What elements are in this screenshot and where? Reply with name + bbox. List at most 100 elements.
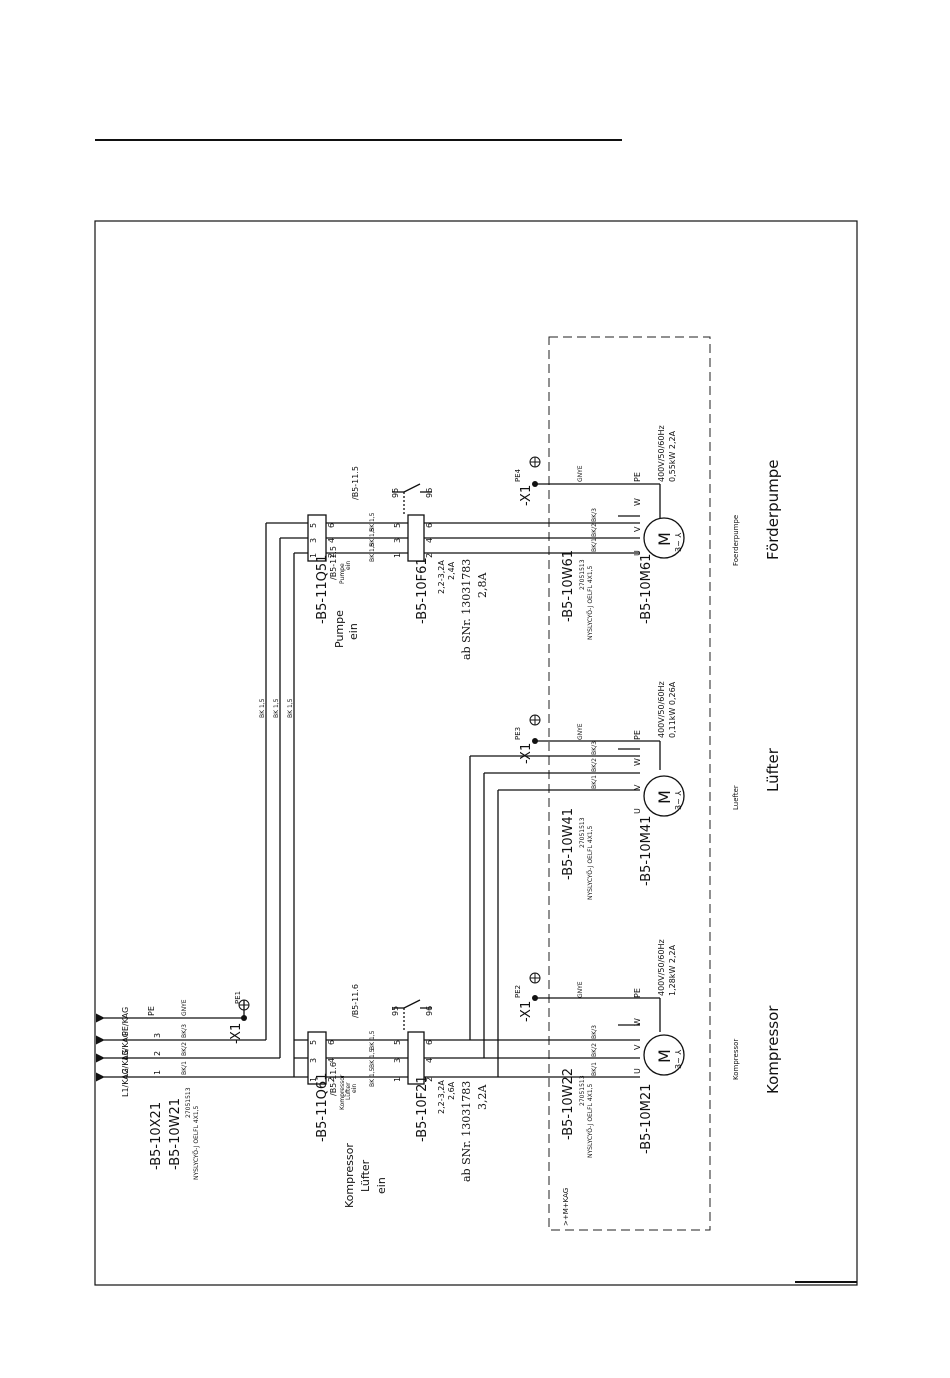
label-bus-1: BK 1,5 xyxy=(259,698,266,718)
label-pe-comp: PE xyxy=(633,988,642,998)
label-f21-r2: 2,6A xyxy=(447,1081,456,1100)
label-f21-t1: 1 xyxy=(393,1077,402,1082)
label-q61-t2: 2 xyxy=(327,1077,336,1082)
label-x1-pe1: -X1 xyxy=(229,1023,244,1044)
motor-pump-m: M xyxy=(655,532,674,546)
label-f61-r1: 2,2-3,2A xyxy=(437,560,446,594)
label-luefter-small: Luefter xyxy=(732,785,740,810)
label-m21: -B5-10M21 xyxy=(639,1084,654,1154)
label-x1-pe3: -X1 xyxy=(519,743,534,764)
label-q61-t3: 3 xyxy=(309,1058,318,1063)
label-w22-cable: NYSLYCYÖ-J OELFL 4X1,5 xyxy=(587,1083,594,1158)
label-q61-small2: Lüfter xyxy=(345,1082,352,1100)
label-w21-part: 27051513 xyxy=(185,1087,192,1118)
label-pe4: PE4 xyxy=(514,468,522,482)
label-q51-ref: /B5-11.5 xyxy=(329,546,338,580)
label-f21-sn: ab SNr. 13031783 xyxy=(460,1081,473,1182)
label-w22: -B5-10W22 xyxy=(561,1068,576,1140)
label-comp-bk1: BK/1 xyxy=(591,1062,598,1076)
motor-fan-m: M xyxy=(655,790,674,804)
label-q51-t1: 1 xyxy=(309,553,318,558)
label-pe-left: PE xyxy=(147,1006,156,1016)
label-f61-sn: ab SNr. 13031783 xyxy=(460,559,473,660)
label-f21-t4: 4 xyxy=(425,1058,434,1063)
label-t3-left: 3 xyxy=(153,1033,162,1038)
label-pump-w: W xyxy=(633,498,642,506)
label-kompressor-small: Kompressor xyxy=(732,1039,740,1080)
label-f61-t2: 2 xyxy=(425,553,434,558)
label-q61: -B5-11Q61 xyxy=(315,1073,330,1142)
label-pump-bk1: BK/1 xyxy=(591,538,598,552)
machine-boundary xyxy=(548,336,711,1231)
label-comp-v: V xyxy=(633,1044,642,1050)
label-f21-96: 96 xyxy=(425,1006,434,1016)
label-q51-desc2: ein xyxy=(347,623,360,640)
label-pump-bk2: BK/2 xyxy=(591,523,598,537)
label-bk2-left: BK/2 xyxy=(181,1042,188,1056)
label-q51-small1: Pumpe xyxy=(339,563,346,584)
motor-comp-phase: 3~ ⅄ xyxy=(674,1050,683,1069)
label-q61-t4: 4 xyxy=(327,1058,336,1063)
label-q51-small2: ein xyxy=(345,561,352,570)
section-foerderpumpe: Förderpumpe xyxy=(764,460,782,560)
label-foerder-small: Foerderpumpe xyxy=(732,515,740,566)
drawing-frame xyxy=(94,220,858,1286)
label-f21-sn2: 3,2A xyxy=(476,1084,489,1110)
label-gnye-fan: GNYE xyxy=(577,723,584,740)
label-w41: -B5-10W41 xyxy=(561,808,576,880)
label-t2-left: 2 xyxy=(153,1051,162,1056)
label-f61-95: 95 xyxy=(391,488,400,498)
label-w41-cable: NYSLYCYÖ-J OELFL 4X1,5 xyxy=(587,825,594,900)
label-m41: -B5-10M41 xyxy=(639,816,654,886)
label-q51-t4: 4 xyxy=(327,538,336,543)
motor-pump-phase: 3~ ⅄ xyxy=(674,533,683,552)
label-comp-w: W xyxy=(633,1018,642,1026)
label-gnye-comp: GNYE xyxy=(577,981,584,998)
label-f21-t5: 5 xyxy=(393,1040,402,1045)
label-f61-t5: 5 xyxy=(393,523,402,528)
label-x21: -B5-10X21 xyxy=(149,1102,164,1170)
label-w21-cable: NYSLYCYÖ-J OELFL 4X1,5 xyxy=(193,1105,200,1180)
label-fan-bk1: BK/1 xyxy=(591,775,598,789)
label-l3kag: L3/KAG xyxy=(121,1031,130,1060)
label-bus-2: BK 1,5 xyxy=(273,698,280,718)
label-q61-desc1: Kompressor xyxy=(343,1143,356,1208)
label-pump-u: U xyxy=(633,550,642,556)
label-pe-pump: PE xyxy=(633,472,642,482)
label-f61: -B5-10F61 xyxy=(415,557,430,624)
label-pump-bk-b: BK 1,5 xyxy=(369,527,376,547)
label-f21-r1: 2,2-3,2A xyxy=(437,1080,446,1114)
label-f21-ref: /B5-11.6 xyxy=(351,984,360,1018)
label-bus-3: BK 1,5 xyxy=(287,698,294,718)
label-comp-u: U xyxy=(633,1068,642,1074)
label-q61-small3: ein xyxy=(351,1084,358,1093)
section-kompressor: Kompressor xyxy=(764,1005,782,1094)
label-pe1: PE1 xyxy=(234,991,242,1004)
label-q51: -B5-11Q51 xyxy=(315,555,330,624)
label-f21-95: 95 xyxy=(391,1006,400,1016)
label-fan-v: V xyxy=(633,784,642,790)
motor-fan-phase: 3~ ⅄ xyxy=(674,791,683,810)
label-f61-r2: 2,4A xyxy=(447,561,456,580)
label-w21: -B5-10W21 xyxy=(168,1098,183,1170)
label-m61-rating2: 0,55kW 2,2A xyxy=(668,430,677,482)
label-w61-cable: NYSLYCYÖ-J OELFL 4X1,5 xyxy=(587,565,594,640)
label-gnye-pump: GNYE xyxy=(577,465,584,482)
label-f21-t2: 2 xyxy=(425,1077,434,1082)
label-f61-96: 96 xyxy=(425,488,434,498)
label-fan-w: W xyxy=(633,758,642,766)
label-w61: -B5-10W61 xyxy=(561,550,576,622)
label-f21-t3: 3 xyxy=(393,1058,402,1063)
label-m61: -B5-10M61 xyxy=(639,554,654,624)
label-t1-left: 1 xyxy=(153,1070,162,1075)
label-pump-v: V xyxy=(633,526,642,532)
label-f61-ref: /B5-11.5 xyxy=(351,466,360,500)
label-pe2: PE2 xyxy=(514,985,522,998)
header-rule xyxy=(95,139,622,141)
label-q61-t6: 6 xyxy=(327,1040,336,1045)
label-m41-rating2: 0,11kW 0,26A xyxy=(668,681,677,738)
label-f61-t3: 3 xyxy=(393,538,402,543)
label-q61-desc3: ein xyxy=(375,1177,388,1194)
label-m21-rating1: 400V/50/60Hz xyxy=(657,939,666,996)
